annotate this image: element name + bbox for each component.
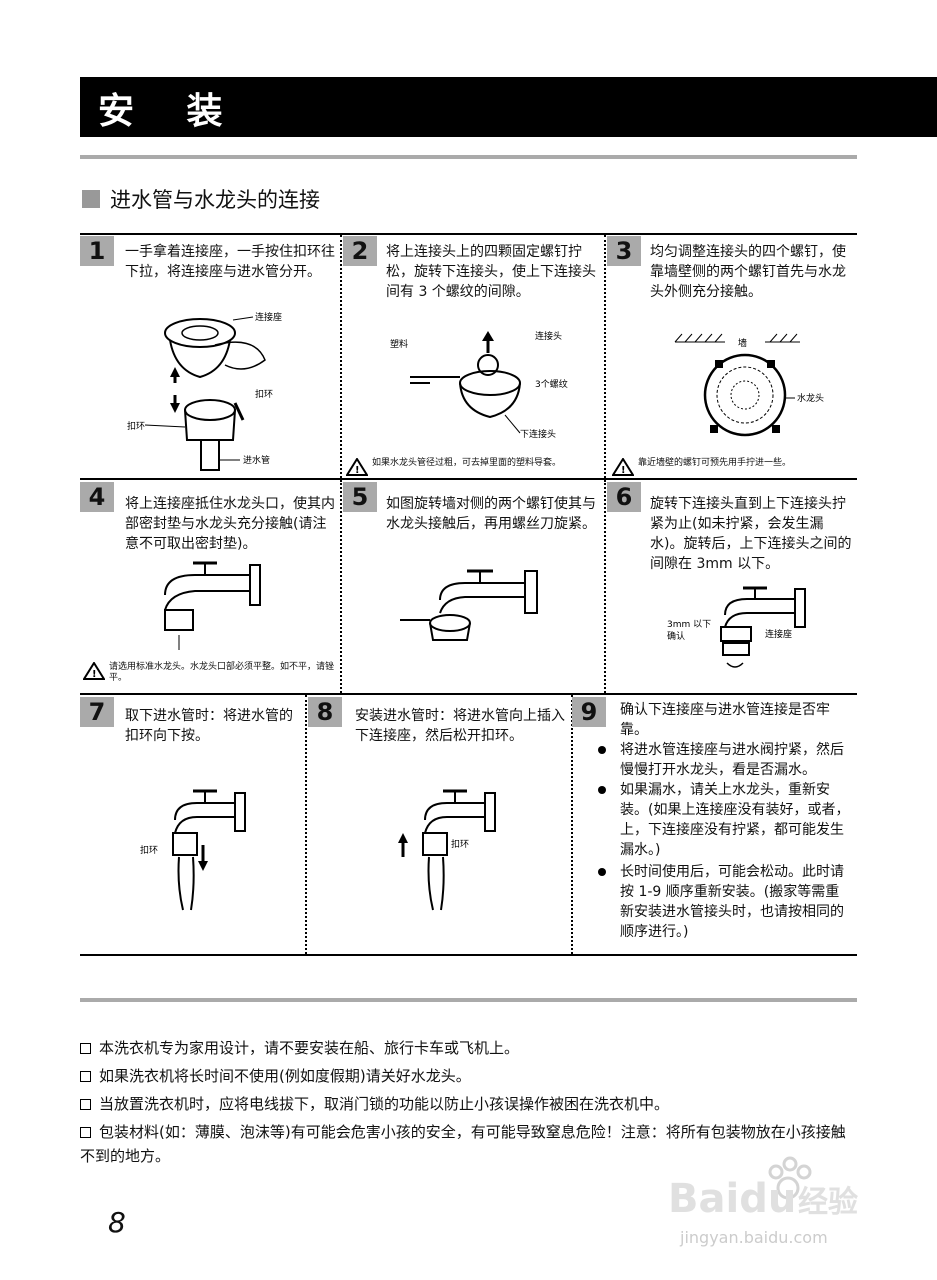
svg-text:下连接头: 下连接头 [520,428,556,440]
checkbox-icon [80,1071,91,1082]
step-number: 5 [343,482,377,512]
step-text: 将上连接座抵住水龙头口，使其内部密封垫与水龙头充分接触(请注意不可取出密封垫)。 [125,496,335,552]
grid-line-top [80,233,857,235]
grid-divider [340,235,342,478]
step-text: 将上连接头上的四颗固定螺钉拧松，旋转下连接头，使上下连接头间有 3 个螺纹的间隙… [386,244,596,300]
svg-text:水龙头: 水龙头 [797,392,824,404]
warning-icon: ! [346,458,368,476]
svg-text:连接座: 连接座 [765,628,792,640]
svg-text:Baidu: Baidu [668,1176,796,1222]
grid-line-row2 [80,693,857,695]
step-text: 旋转下连接头直到上下连接头拧紧为止(如未拧紧，会发生漏水)。旋转后，上下连接头之… [650,496,852,572]
svg-text:墙: 墙 [738,337,747,349]
step-number: 3 [607,236,641,266]
checkbox-icon [80,1099,91,1110]
warning-icon: ! [612,458,634,476]
checkbox-icon [80,1127,91,1138]
grid-divider [340,480,342,693]
section-marker [82,190,100,208]
illustration-step2: 塑料 连接头 3个螺纹 下连接头 [390,330,568,440]
step-text: 如图旋转墙对侧的两个螺钉使其与水龙头接触后，再用螺丝刀旋紧。 [386,496,596,532]
step-text: 取下进水管时：将进水管的扣环向下按。 [125,708,293,744]
step-text: 确认下连接座与进水管连接是否牢靠。 [620,702,830,738]
illustration-step5 [400,569,538,641]
warning-icon: ! [83,662,105,680]
note-item: 包装材料(如：薄膜、泡沫等)有可能会危害小孩的安全，有可能导致窒息危险！注意：将… [80,1123,846,1165]
step-text: 安装进水管时：将进水管向上插入下连接座，然后松开扣环。 [355,708,565,744]
svg-text:扣环: 扣环 [140,844,158,856]
step9-bullet: 如果漏水，请关上水龙头，重新安装。(如果上连接座没有装好，或者，上，下连接座没有… [620,782,850,858]
note-item: 如果洗衣机将长时间不使用(例如度假期)请关好水龙头。 [80,1064,860,1088]
step-text: 一手拿着连接座，一手按住扣环往下拉，将连接座与进水管分开。 [125,244,335,280]
baidu-watermark-logo: Baidu 经验 [668,1156,858,1222]
svg-text:3mm 以下: 3mm 以下 [667,620,711,630]
warning-note: ! 请选用标准水龙头。水龙头口部必须平整。如不平，请锉平。 [83,662,338,684]
illustration-step4 [164,561,261,650]
step-number: 7 [80,697,114,727]
svg-text:经验: 经验 [798,1185,858,1220]
step9-bullet: 长时间使用后，可能会松动。此时请按 1-9 顺序重新安装。(搬家等需重新安装进水… [620,864,844,940]
grid-line-bottom [80,954,857,956]
header-bar [80,77,937,137]
page-title: 安 装 [98,91,243,132]
svg-text:塑料: 塑料 [390,338,408,350]
illustration-step6: 3mm 以下 确认 连接座 [667,586,806,668]
illustration-step1: 连接座 扣环 扣环 进水管 [127,311,282,471]
bullet-icon [598,868,606,876]
svg-text:扣环: 扣环 [255,388,273,400]
illustration-step8: 扣环 [398,789,496,911]
svg-text:!: ! [621,465,626,476]
step9-bullet: 将进水管连接座与进水阀拧紧，然后慢慢打开水龙头，看是否漏水。 [620,742,844,778]
svg-text:确认: 确认 [667,630,685,642]
svg-text:进水管: 进水管 [243,454,270,466]
grid-divider [571,695,573,954]
svg-text:3个螺纹: 3个螺纹 [535,378,568,390]
step-text: 均匀调整连接头的四个螺钉，使靠墙壁侧的两个螺钉首先与水龙头外侧充分接触。 [650,244,846,300]
bottom-rule [80,998,857,1002]
grid-divider [604,235,606,478]
svg-text:扣环: 扣环 [127,420,145,432]
illustration-step7: 扣环 [140,789,246,911]
svg-text:!: ! [355,465,360,476]
section-title: 进水管与水龙头的连接 [110,188,320,212]
bullet-icon [598,786,606,794]
grid-divider [604,480,606,693]
page-number: 8 [108,1206,126,1239]
bullet-icon [598,746,606,754]
step-number: 4 [80,482,114,512]
warning-note: ! 如果水龙头管径过粗，可去掉里面的塑料导套。 [346,458,602,476]
step-number: 9 [572,697,606,727]
grid-divider [305,695,307,954]
grid-line-row1 [80,478,857,480]
svg-text:连接座: 连接座 [255,311,282,323]
top-rule [80,155,857,159]
svg-text:连接头: 连接头 [535,330,562,342]
note-item: 本洗衣机专为家用设计，请不要安装在船、旅行卡车或飞机上。 [80,1036,860,1060]
watermark-url: jingyan.baidu.com [680,1228,828,1247]
warning-note: ! 靠近墙壁的螺钉可预先用手拧进一些。 [612,458,852,476]
step-number: 6 [607,482,641,512]
illustration-step3: 墙 水龙头 [674,333,824,437]
svg-text:扣环: 扣环 [451,838,469,850]
step-number: 2 [343,236,377,266]
step-number: 1 [80,236,114,266]
svg-text:!: ! [92,669,97,680]
note-item: 当放置洗衣机时，应将电线拔下，取消门锁的功能以防止小孩误操作被困在洗衣机中。 [80,1092,860,1116]
checkbox-icon [80,1043,91,1054]
step-number: 8 [308,697,342,727]
